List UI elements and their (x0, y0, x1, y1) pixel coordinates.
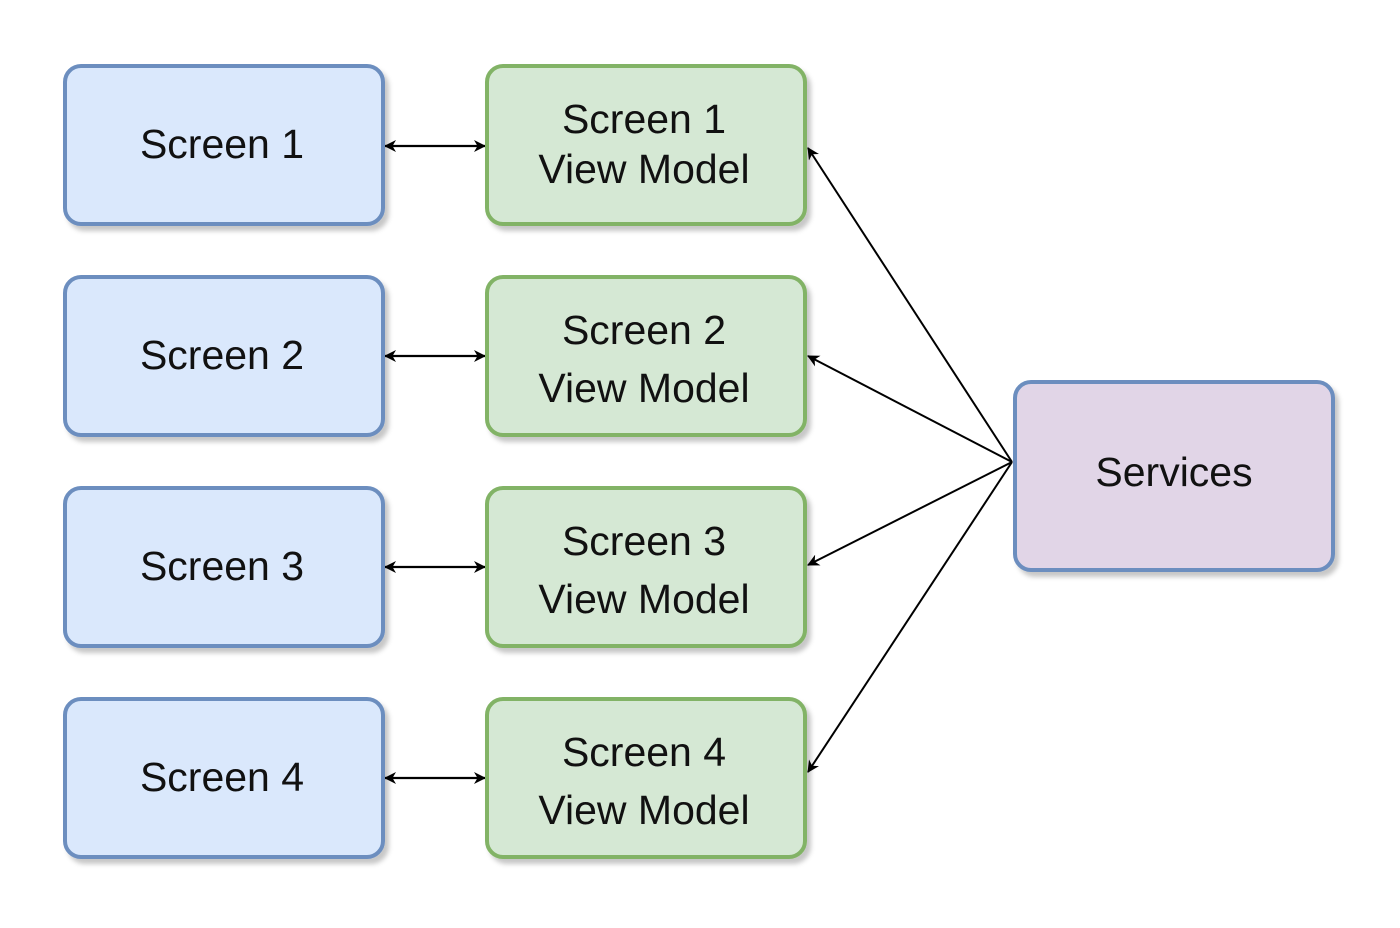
screen-4-label: Screen 4 (140, 754, 304, 800)
screen-1-label: Screen 1 (140, 121, 304, 167)
screen-2-node[interactable]: Screen 2 (63, 275, 385, 437)
view-model-3-line1: Screen 3 (562, 518, 726, 564)
view-model-4-line1: Screen 4 (562, 729, 726, 775)
view-model-4-node[interactable]: Screen 4 View Model (485, 697, 807, 859)
view-model-2-node[interactable]: Screen 2 View Model (485, 275, 807, 437)
view-model-4-line2: View Model (538, 787, 749, 833)
connections (384, 140, 1013, 784)
view-model-3-node[interactable]: Screen 3 View Model (485, 486, 807, 648)
screen-3-node[interactable]: Screen 3 (63, 486, 385, 648)
view-model-3-line2: View Model (538, 576, 749, 622)
edge-services-view-model-1 (807, 147, 1013, 463)
screen-4-node[interactable]: Screen 4 (63, 697, 385, 859)
screen-1-node[interactable]: Screen 1 (63, 64, 385, 226)
services-label: Services (1095, 449, 1252, 495)
edge-services-view-model-2 (807, 355, 1013, 463)
view-model-1-node[interactable]: Screen 1 View Model (485, 64, 807, 226)
view-model-1-line2: View Model (538, 146, 749, 192)
screen-3-label: Screen 3 (140, 543, 304, 589)
edge-services-view-model-4 (807, 461, 1013, 773)
view-model-2-line1: Screen 2 (562, 307, 726, 353)
edge-services-view-model-3 (807, 461, 1013, 566)
services-node[interactable]: Services (1013, 380, 1335, 572)
screen-2-label: Screen 2 (140, 332, 304, 378)
view-model-2-line2: View Model (538, 365, 749, 411)
view-model-1-line1: Screen 1 (562, 96, 726, 142)
